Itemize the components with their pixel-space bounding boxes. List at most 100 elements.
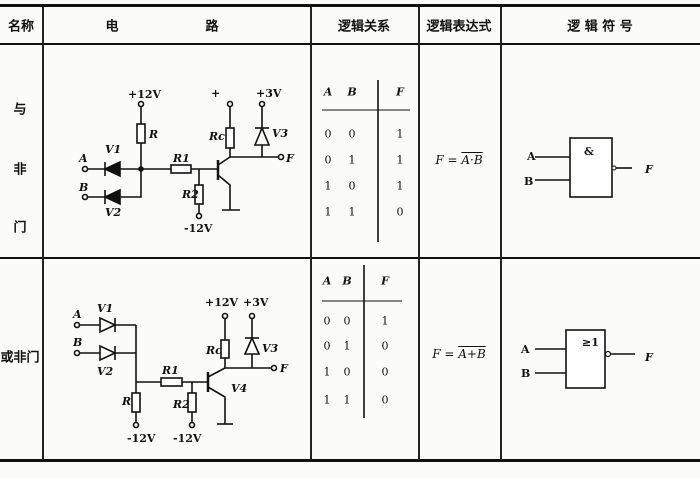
label: F — [279, 362, 289, 375]
header-rule — [0, 43, 700, 45]
truth-header: B — [342, 274, 352, 288]
header-expression: 逻辑表达式 — [426, 19, 492, 35]
symbol-operator: ≥1 — [582, 336, 599, 349]
diode-v3 — [243, 336, 261, 355]
label: + — [211, 87, 220, 100]
nor-symbol — [535, 329, 635, 389]
terminal — [137, 100, 145, 108]
header-circuit-1: 电 — [105, 19, 119, 35]
label: A — [78, 152, 88, 165]
terminal-b — [81, 193, 89, 201]
truth-cell: 0 — [396, 205, 404, 219]
resistor-r2 — [187, 392, 197, 413]
label: V2 — [97, 365, 114, 378]
truth-cell: 0 — [323, 339, 331, 353]
truth-cell: 1 — [396, 127, 404, 141]
terminal-a — [81, 165, 89, 173]
truth-cell: 1 — [396, 179, 404, 193]
label: +3V — [256, 87, 282, 100]
label: Rc — [205, 344, 222, 357]
top-rule — [0, 4, 700, 7]
label: R1 — [172, 152, 190, 165]
diode-v3 — [253, 125, 271, 146]
diode-v2 — [99, 344, 117, 362]
row1-name-char: 非 — [13, 162, 27, 178]
truth-cell: 0 — [381, 339, 389, 353]
label: R — [121, 395, 131, 408]
nand-circuit — [81, 100, 285, 220]
symbol-input-a: A — [520, 343, 530, 356]
truth-cell: 0 — [324, 153, 332, 167]
resistor-r2 — [194, 184, 204, 205]
label: A — [72, 308, 82, 321]
truth-cell: 0 — [324, 127, 332, 141]
nand-symbol — [535, 137, 632, 198]
row1-name-char: 门 — [13, 220, 27, 236]
truth-cell: 1 — [343, 393, 351, 407]
label: B — [72, 336, 82, 349]
truth-cell: 0 — [381, 365, 389, 379]
resistor-rc — [225, 127, 235, 149]
truth-header: A — [323, 85, 333, 99]
label: R1 — [161, 364, 179, 377]
row1-name-char: 与 — [13, 102, 27, 118]
truth-cell: 0 — [348, 179, 356, 193]
label: -12V — [173, 432, 202, 445]
label: R2 — [181, 188, 199, 201]
truth-cell: 1 — [323, 393, 331, 407]
truth-cell: 1 — [324, 179, 332, 193]
truth-cell: 1 — [323, 365, 331, 379]
row2-name: 或非门 — [0, 350, 40, 366]
diode-v1 — [103, 160, 121, 178]
truth-cell: 0 — [343, 365, 351, 379]
expr-rhs: A+B — [458, 347, 486, 361]
truth-cell: 1 — [324, 205, 332, 219]
resistor-r — [136, 123, 146, 144]
truth-cell: 1 — [343, 339, 351, 353]
diode-v2 — [103, 188, 121, 206]
label: F — [285, 152, 295, 165]
col-divider — [310, 7, 312, 459]
bottom-rule — [0, 459, 700, 462]
resistor-r1 — [160, 377, 183, 387]
header-relation: 逻辑关系 — [337, 19, 391, 35]
resistor-r — [131, 392, 141, 413]
label: Rc — [208, 130, 225, 143]
expr-lhs: F = — [435, 153, 458, 167]
symbol-input-b: B — [521, 367, 530, 380]
terminal-f — [277, 153, 285, 161]
header-name: 名称 — [7, 19, 35, 35]
col-divider — [42, 7, 44, 459]
truth-cell: 0 — [323, 314, 331, 328]
truth-header: A — [322, 274, 332, 288]
label: -12V — [127, 432, 156, 445]
label: V4 — [231, 382, 247, 395]
symbol-output: F — [644, 351, 654, 364]
truth-cell: 1 — [396, 153, 404, 167]
label: R — [148, 128, 158, 141]
label: V1 — [105, 143, 121, 156]
label: R2 — [172, 398, 190, 411]
symbol-operator: & — [584, 145, 594, 158]
label: -12V — [184, 222, 213, 235]
nor-circuit — [73, 312, 278, 429]
expr-rhs: A·B — [461, 153, 483, 167]
label: B — [78, 181, 88, 194]
col-divider — [418, 7, 420, 459]
row-rule — [0, 257, 700, 259]
symbol-output: F — [644, 163, 654, 176]
truth-header: B — [347, 85, 357, 99]
expression-nand: F = A·B — [435, 153, 482, 167]
label: V1 — [97, 302, 113, 315]
truth-cell: 0 — [343, 314, 351, 328]
resistor-r1 — [170, 164, 192, 174]
col-divider — [500, 7, 502, 459]
truth-header: F — [396, 85, 404, 99]
truth-cell: 1 — [381, 314, 389, 328]
header-circuit-2: 路 — [205, 19, 219, 35]
resistor-rc — [220, 339, 230, 359]
symbol-input-b: B — [524, 175, 533, 188]
label: +12V — [128, 88, 162, 101]
truth-header: F — [381, 274, 389, 288]
